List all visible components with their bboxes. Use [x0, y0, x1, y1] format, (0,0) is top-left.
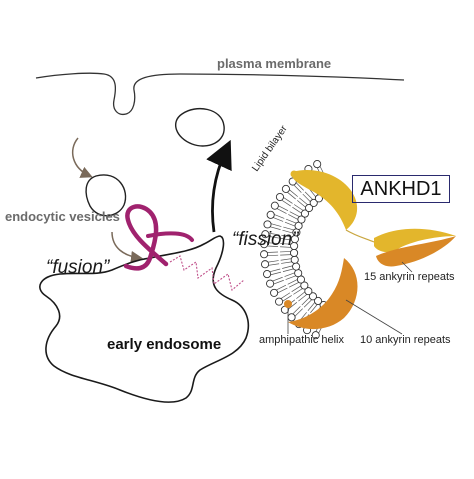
lipid-head-inner [309, 198, 318, 207]
lipid-head-outer [260, 240, 269, 249]
lipid-head-outer [287, 313, 296, 322]
ankyrin-15-label: 15 ankyrin repeats [364, 271, 455, 283]
ankyrin-15-repeats [374, 228, 456, 253]
fusion-label: “fusion” [46, 257, 110, 278]
fission-label: “fission” [232, 229, 299, 250]
helix-dot-top [290, 170, 298, 178]
lipid-head-outer [311, 331, 320, 340]
leader-10 [345, 299, 403, 335]
lipid-bilayer [260, 160, 335, 340]
lipid-head-inner [290, 248, 299, 257]
lipid-head-outer [270, 201, 279, 210]
lipid-head-inner [305, 203, 314, 213]
fusion-arrow [111, 231, 143, 263]
ankyrin-10-label: 10 ankyrin repeats [360, 334, 451, 346]
ankhd1-label: ANKHD1 [360, 177, 442, 200]
lipid-head-outer [261, 230, 270, 239]
linker-line [345, 229, 375, 243]
lipid-head-outer [313, 160, 322, 169]
endocytic-vesicles-label: endocytic vesicles [5, 209, 120, 224]
lipid-head-inner [292, 262, 301, 271]
lipid-head-outer [266, 210, 275, 219]
lipid-head-outer [270, 288, 279, 297]
ankhd1-ribbon-tail [146, 231, 194, 242]
lipid-head-inner [300, 281, 309, 290]
endocytosis-arrow [71, 137, 93, 178]
fission-arrow [206, 139, 232, 233]
lipid-head-inner [304, 287, 313, 296]
plasma-membrane-label: plasma membrane [217, 56, 332, 71]
lipid-head-outer [263, 270, 272, 279]
recycled-vesicle [174, 107, 225, 147]
lipid-head-inner [300, 209, 310, 218]
ankyrin-orange-domain-10 [288, 258, 358, 330]
fission-zigzag [169, 255, 245, 291]
lipid-head-inner [314, 296, 323, 306]
lipid-head-outer [275, 192, 284, 202]
lipid-head-outer [263, 220, 272, 229]
lipid-head-inner [294, 269, 303, 278]
lipid-head-outer [266, 279, 275, 288]
amphipathic-helix-label: amphipathic helix [259, 334, 344, 346]
lipid-head-inner [290, 255, 299, 264]
ankyrin-gold-domain [291, 170, 358, 230]
ankhd1-box: ANKHD1 [352, 175, 450, 203]
amphipathic-helix [284, 300, 292, 308]
leader-15 [401, 261, 413, 273]
early-endosome-outline [39, 235, 250, 403]
plasma-membrane-line [35, 72, 405, 116]
lipid-head-outer [281, 184, 290, 193]
endocytic-vesicle [85, 174, 127, 217]
ankhd1-ribbon [123, 204, 169, 271]
lipid-head-outer [260, 250, 269, 259]
lipid-head-inner [308, 292, 318, 301]
lipid-head-outer [275, 297, 284, 306]
lipid-head-inner [297, 215, 306, 224]
ankyrin-15-repeats-lower [376, 236, 456, 267]
early-endosome-label: early endosome [107, 336, 222, 353]
lipid-head-outer [261, 260, 270, 269]
